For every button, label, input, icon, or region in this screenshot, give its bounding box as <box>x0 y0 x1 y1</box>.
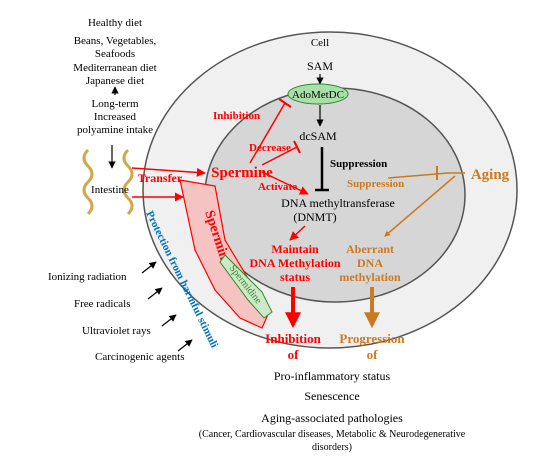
stimulus-carcinogenic: Carcinogenic agents <box>95 351 185 363</box>
activate-arrow <box>261 171 309 195</box>
stimulus-free-radicals: Free radicals <box>74 298 131 310</box>
aging-suppression-path <box>387 172 465 179</box>
aging-label: Aging <box>471 167 510 183</box>
cell-label: Cell <box>311 37 329 49</box>
inhibition-of-line-2: of <box>288 347 300 362</box>
outcome-detail-2: disorders) <box>312 442 352 453</box>
activate-label: Activate <box>258 181 297 193</box>
progression-of-line-2: of <box>367 347 379 362</box>
diet-line-4: Mediterranean diet <box>73 62 156 74</box>
decrease-label: Decrease <box>249 142 291 154</box>
dnmt-label-2: (DNMT) <box>293 210 336 224</box>
outcome-senescence: Senescence <box>304 389 359 403</box>
stimulus-ultraviolet-arrow <box>161 314 177 327</box>
adometdc-label: AdoMetDC <box>292 89 344 101</box>
maintain-line-1: Maintain <box>271 242 319 256</box>
spermidine-band <box>219 254 273 319</box>
inhibition-label: Inhibition <box>213 110 260 122</box>
aging-to-aberrant-arrow <box>384 175 456 237</box>
sam-label: SAM <box>307 59 333 73</box>
diet-line-7: Increased <box>94 111 137 123</box>
aging-suppression-label: Suppression <box>347 178 404 190</box>
transfer-line-top <box>131 167 206 177</box>
diet-line-3: Seafoods <box>95 48 135 60</box>
maintain-line-3: status <box>280 270 310 284</box>
transfer-label: Transfer <box>138 171 183 185</box>
stimulus-carcinogenic-arrow <box>177 339 193 352</box>
spermine-label: Spermine <box>211 165 273 181</box>
inhibition-bar <box>278 98 292 108</box>
diet-line-6: Long-term <box>91 98 138 110</box>
aberrant-line-1: Aberrant <box>346 242 394 256</box>
maintain-line-2: DNA Methylation <box>250 256 341 270</box>
decrease-bar <box>293 140 301 154</box>
inhibition-path <box>249 102 286 164</box>
intestine-wall-left <box>82 148 94 216</box>
suppression-label: Suppression <box>330 158 387 170</box>
diet-line-1: Healthy diet <box>88 17 142 29</box>
decrease-path <box>261 146 298 166</box>
intestine-wall-right <box>122 148 134 216</box>
diet-line-5: Japanese diet <box>86 75 144 87</box>
stimulus-free-radicals-arrow <box>147 287 163 300</box>
outcome-aging-pathologies: Aging-associated pathologies <box>261 411 403 425</box>
aberrant-line-3: methylation <box>339 270 401 284</box>
stimulus-ionizing: Ionizing radiation <box>48 271 127 283</box>
intestine-label: Intestine <box>91 184 129 196</box>
stimulus-ionizing-arrow <box>141 261 157 274</box>
progression-of-line-1: Progression <box>339 331 405 346</box>
diet-line-2: Beans, Vegetables, <box>74 35 157 47</box>
dnmt-label-1: DNA methyltransferase <box>281 196 395 210</box>
adometdc-enzyme <box>287 83 349 105</box>
aberrant-line-2: DNA <box>357 256 383 270</box>
stimulus-ultraviolet: Ultraviolet rays <box>82 325 151 337</box>
outcome-detail-1: (Cancer, Cardiovascular diseases, Metabo… <box>199 429 466 440</box>
inhibition-of-line-1: Inhibition <box>265 331 321 346</box>
diet-line-8: polyamine intake <box>77 124 153 136</box>
outcome-pro-inflammatory: Pro-inflammatory status <box>274 369 391 383</box>
dnmt-to-maintain-arrow <box>289 225 306 241</box>
dcsam-label: dcSAM <box>299 129 337 143</box>
